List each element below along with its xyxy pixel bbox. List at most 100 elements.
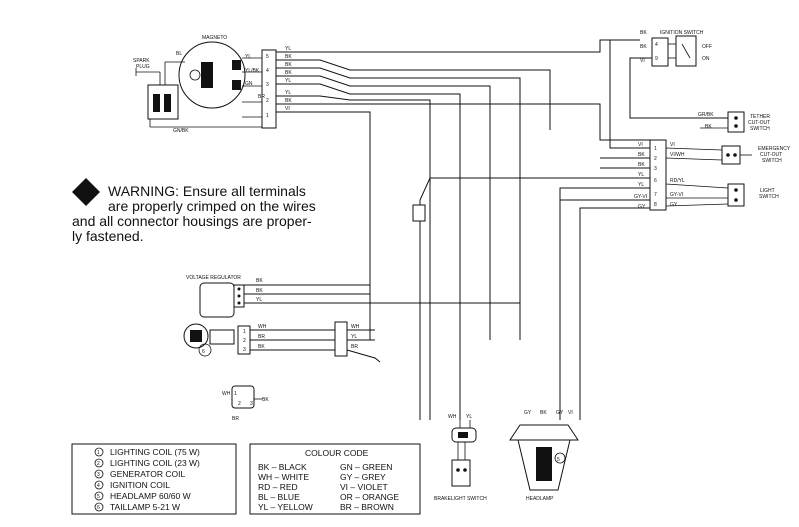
svg-text:BR: BR (258, 334, 265, 340)
svg-text:BK: BK (540, 410, 547, 416)
svg-text:OR – ORANGE: OR – ORANGE (340, 492, 399, 502)
svg-text:WH: WH (351, 324, 360, 330)
svg-text:SWITCH: SWITCH (750, 126, 770, 132)
svg-text:WH: WH (448, 414, 457, 420)
svg-text:VI/WH: VI/WH (670, 152, 685, 158)
emergency-switch: EMERGENCY CUT-OUT SWITCH (665, 145, 791, 165)
svg-text:GY: GY (524, 410, 532, 416)
svg-text:RD – RED: RD – RED (258, 482, 298, 492)
svg-text:6: 6 (202, 349, 205, 355)
svg-text:4: 4 (266, 68, 269, 74)
svg-text:CUT-OUT: CUT-OUT (748, 120, 770, 126)
svg-text:3: 3 (654, 166, 657, 172)
svg-text:8: 8 (654, 202, 657, 208)
warning-block: WARNING: Ensure all terminals are proper… (72, 178, 316, 244)
svg-text:YL: YL (351, 334, 357, 340)
wire-yl-label: YL (245, 54, 251, 60)
svg-text:BR: BR (351, 344, 358, 350)
svg-text:9: 9 (655, 56, 658, 62)
components-legend: LIGHTING COIL (75 W) LIGHTING COIL (23 W… (71, 443, 237, 515)
svg-text:YL: YL (466, 414, 472, 420)
colour-code-title: COLOUR CODE (305, 448, 369, 458)
svg-text:BK: BK (705, 124, 712, 130)
svg-text:GY-VI: GY-VI (634, 194, 647, 200)
small-relay: 1 2 3 WH BK BR (222, 385, 269, 422)
svg-text:7: 7 (654, 192, 657, 198)
svg-text:GN – GREEN: GN – GREEN (340, 462, 392, 472)
warning-line-1: WARNING: Ensure all terminals (108, 183, 306, 199)
connector-main: 1 2 3 6 7 8 VI VI/WH RD/YL GY-VI GY VI B… (419, 139, 685, 420)
svg-text:BK – BLACK: BK – BLACK (258, 462, 307, 472)
wire-bl-label: BL (176, 51, 182, 57)
wire-gn-label: GN (245, 81, 253, 87)
svg-text:BK: BK (638, 162, 645, 168)
legend-item-2: LIGHTING COIL (23 W) (110, 458, 200, 468)
legend-item-5: HEADLAMP 60/60 W (110, 491, 191, 501)
brakelight-switch: WH YL BRAKELIGHT SWITCH (434, 414, 487, 502)
spark-plug-label-2: PLUG (136, 64, 150, 70)
svg-text:GY: GY (638, 204, 646, 210)
svg-text:3: 3 (250, 401, 253, 407)
headlamp: 5 GY BK GY VI HEADLAMP (509, 410, 579, 502)
svg-text:BR: BR (258, 94, 265, 100)
svg-text:BK: BK (258, 344, 265, 350)
tether-switch: TETHER CUT-OUT SWITCH GR/BK BK (698, 111, 770, 133)
inline-resistor (412, 204, 426, 222)
svg-text:BK: BK (640, 30, 647, 36)
legend-item-3: GENERATOR COIL (110, 469, 186, 479)
legend-item-1: LIGHTING COIL (75 W) (110, 447, 200, 457)
svg-text:WH: WH (258, 324, 267, 330)
svg-text:CUT-OUT: CUT-OUT (760, 152, 782, 158)
svg-text:YL – YELLOW: YL – YELLOW (258, 502, 313, 512)
svg-text:BK: BK (262, 397, 269, 403)
warning-line-2: are properly crimped on the wires (108, 198, 316, 214)
svg-text:BR – BROWN: BR – BROWN (340, 502, 394, 512)
voltage-regulator-label: VOLTAGE REGULATOR (186, 275, 241, 281)
taillamp: 6 1 2 3 WH BR BK (183, 323, 335, 357)
svg-text:WH – WHITE: WH – WHITE (258, 472, 309, 482)
junction-block: WH YL BR (334, 321, 381, 363)
svg-text:YL: YL (285, 90, 291, 96)
svg-text:3: 3 (97, 472, 100, 478)
connector-magneto: 5 4 3 2 1 (261, 49, 277, 129)
voltage-regulator: VOLTAGE REGULATOR BK BK YL (186, 275, 520, 318)
svg-text:2: 2 (238, 401, 241, 407)
wire-ylbk-label: YL/BK (245, 68, 260, 74)
svg-text:SWITCH: SWITCH (762, 158, 782, 164)
ignition-switch-label: IGNITION SWITCH (660, 30, 704, 36)
magneto-harness-wires: YL BK BK BK YL YL BK VI BR (242, 39, 650, 420)
svg-text:BK: BK (638, 152, 645, 158)
svg-text:BK: BK (256, 288, 263, 294)
svg-text:SWITCH: SWITCH (759, 194, 779, 200)
brakelight-switch-label: BRAKELIGHT SWITCH (434, 496, 487, 502)
svg-text:3: 3 (243, 347, 246, 353)
magneto: MAGNETO BL YL YL/BK GN GN/BK (173, 35, 260, 134)
warning-line-3: and all connector housings are proper- (72, 213, 312, 229)
svg-text:BK: BK (640, 44, 647, 50)
svg-text:LIGHT: LIGHT (760, 188, 775, 194)
svg-text:6: 6 (97, 505, 100, 511)
svg-text:YL: YL (638, 182, 644, 188)
svg-text:GY – GREY: GY – GREY (340, 472, 386, 482)
colour-code-legend: COLOUR CODE BK – BLACK WH – WHITE RD – R… (249, 443, 421, 515)
svg-text:6: 6 (654, 178, 657, 184)
svg-text:BK: BK (256, 278, 263, 284)
ignition-switch: 4 9 IGNITION SWITCH OFF ON BK BK VI (609, 30, 730, 149)
svg-text:4: 4 (97, 483, 100, 489)
svg-text:VI: VI (638, 142, 643, 148)
wire-gnbk-label: GN/BK (173, 128, 189, 134)
svg-text:5: 5 (266, 54, 269, 60)
svg-text:2: 2 (266, 98, 269, 104)
svg-text:WH: WH (222, 391, 231, 397)
spark-plug-label-1: SPARK (133, 58, 150, 64)
svg-text:4: 4 (655, 42, 658, 48)
svg-text:VI – VIOLET: VI – VIOLET (340, 482, 388, 492)
svg-text:5: 5 (557, 457, 560, 463)
svg-text:GY: GY (556, 410, 564, 416)
svg-text:GY: GY (670, 202, 678, 208)
off-label: OFF (702, 44, 712, 50)
svg-text:1: 1 (234, 391, 237, 397)
svg-text:GR/BK: GR/BK (698, 112, 714, 118)
svg-text:BL – BLUE: BL – BLUE (258, 492, 300, 502)
svg-text:BK: BK (285, 62, 292, 68)
